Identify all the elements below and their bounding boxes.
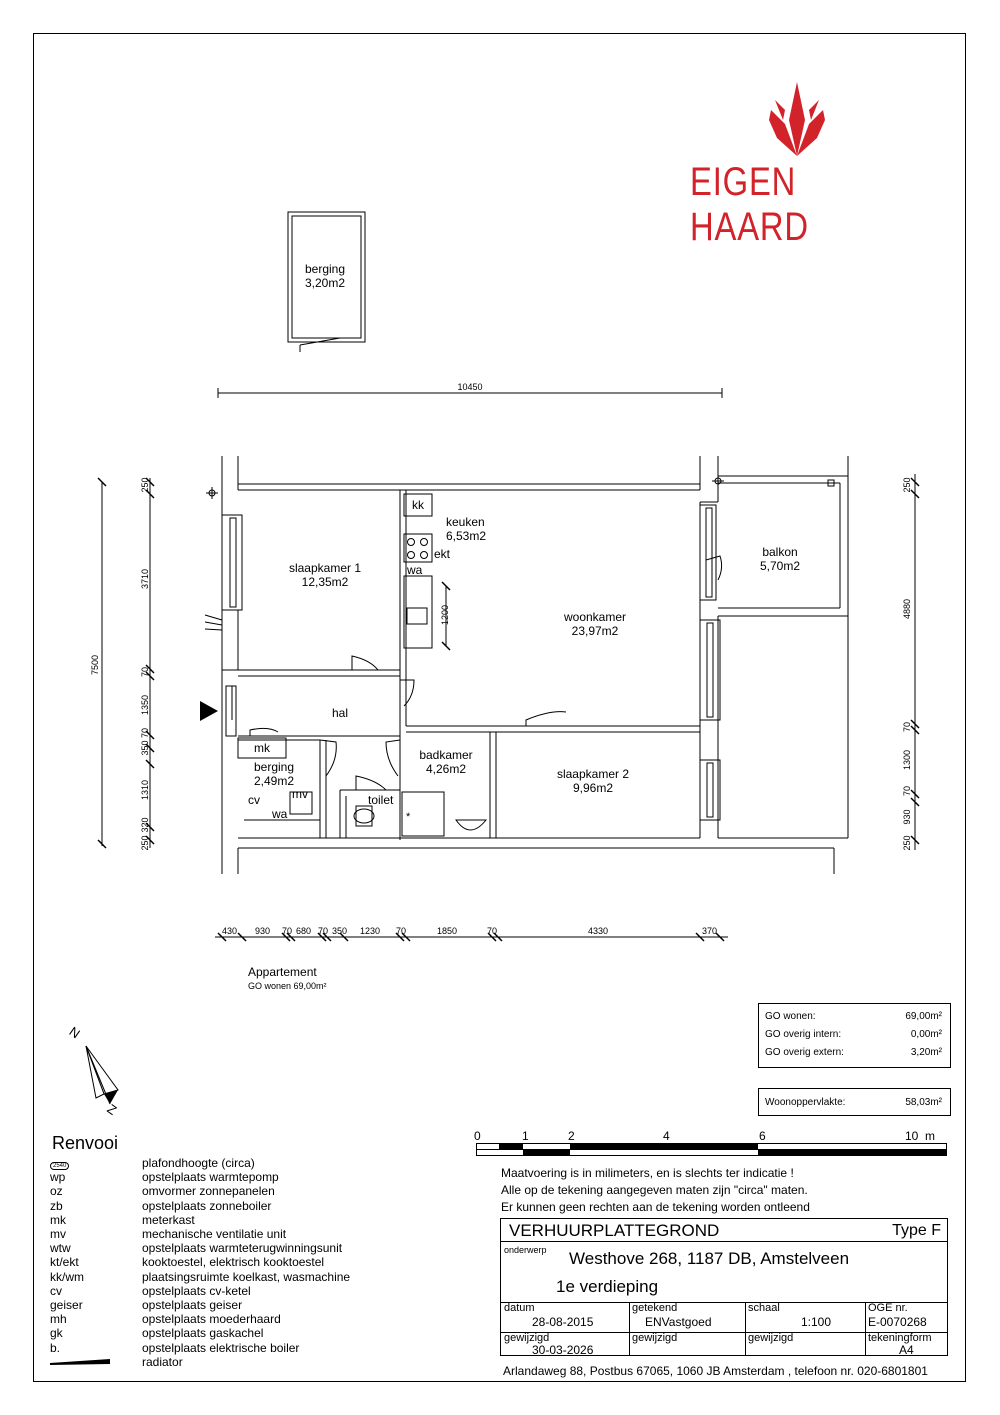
room-berging-ext: berging 3,20m2 (304, 262, 346, 290)
address: Westhove 268, 1187 DB, Amstelveen (569, 1249, 850, 1268)
legend-item: radiator (50, 1355, 430, 1369)
dim-left: 350 (140, 740, 150, 756)
room-slaapkamer-2: slaapkamer 2 9,96m2 (556, 767, 630, 795)
dim-bottom: 350 (332, 926, 348, 936)
room-toilet: toilet (368, 793, 394, 807)
dim-bottom: 70 (487, 926, 498, 936)
schaal: 1:100 (801, 1315, 832, 1329)
scale-label: 2 (568, 1129, 575, 1143)
room-woonkamer: woonkamer 23,97m2 (563, 610, 627, 638)
fixture-wa-kitchen: wa (407, 563, 423, 577)
dim-left: 250 (140, 477, 150, 493)
dim-bottom: 1230 (360, 926, 381, 936)
floor: 1e verdieping (556, 1277, 659, 1296)
tekeningform: A4 (899, 1343, 914, 1357)
room-hal: hal (332, 706, 349, 720)
dim-bottom: 680 (296, 926, 312, 936)
getekend: ENVastgoed (645, 1315, 712, 1329)
apartment-title: Appartement (248, 965, 317, 979)
dim-bottom: 4330 (588, 926, 609, 936)
dim-right: 250 (902, 477, 912, 493)
area-table: GO wonen:69,00m² GO overig intern:0,00m²… (758, 1003, 951, 1068)
svg-text:*: * (406, 811, 411, 823)
dim-right: 70 (902, 722, 912, 733)
title-block: VERHUURPLATTEGROND Type F onderwerp West… (500, 1218, 948, 1357)
scale-bar (476, 1143, 947, 1156)
dim-bottom: 370 (702, 926, 718, 936)
onderwerp-label: onderwerp (504, 1245, 547, 1255)
dim-bottom: 430 (222, 926, 238, 936)
room-berging-int: berging 2,49m2 (254, 760, 295, 788)
brand-name: EIGEN HAARD (690, 160, 809, 249)
fixture-wa-berging: wa (272, 807, 288, 821)
room-badkamer: badkamer 4,26m2 (419, 748, 473, 776)
scale-label: 10 m (905, 1129, 936, 1143)
room-balkon: balkon 5,70m2 (759, 545, 801, 573)
footer-address: Arlandaweg 88, Postbus 67065, 1060 JB Am… (503, 1364, 928, 1378)
room-slaapkamer-1: slaapkamer 1 12,35m2 (288, 561, 362, 589)
woonoppervlakte-box: Woonoppervlakte:58,03m² (758, 1088, 951, 1116)
disclaimer-notes: Maatvoering is in milimeters, en is slec… (501, 1166, 810, 1214)
scale-label: 1 (522, 1129, 529, 1143)
dim-right: 1300 (902, 749, 912, 771)
legend-title: Renvooi (52, 1133, 119, 1153)
page-frame (33, 33, 966, 1382)
dim-left-total: 7500 (90, 654, 100, 676)
dim-kitchen: 1200 (440, 604, 450, 626)
ceiling-height-badge: 2540 (50, 1162, 70, 1171)
dim-bottom: 930 (255, 926, 271, 936)
scale-label: 4 (663, 1129, 670, 1143)
dim-left: 1350 (140, 694, 150, 716)
dim-left: 1310 (140, 779, 150, 801)
area-row: GO overig intern:0,00m² (765, 1028, 942, 1040)
fixture-mk: mk (254, 741, 270, 755)
fixture-ekt: ekt (434, 547, 451, 561)
scale-label: 0 (474, 1129, 481, 1143)
fixture-mv: mv (292, 787, 308, 801)
dim-bottom: 1850 (437, 926, 458, 936)
dim-right: 4880 (902, 598, 912, 620)
area-row: GO wonen:69,00m² (765, 1010, 942, 1022)
legend-item: b.opstelplaats elektrische boiler (50, 1340, 300, 1355)
room-keuken: keuken 6,53m2 (446, 515, 487, 543)
fixture-kk: kk (412, 498, 424, 512)
apartment-sub: GO wonen 69,00m² (248, 981, 327, 991)
dim-bottom: 70 (396, 926, 407, 936)
dim-left: 70 (140, 667, 150, 678)
oge-nr: E-0070268 (868, 1315, 927, 1329)
eigen-haard-logo-icon (769, 82, 825, 156)
dim-bottom: 70 (282, 926, 293, 936)
radiator-icon (50, 1358, 110, 1365)
gewijzigd: 30-03-2026 (532, 1343, 594, 1357)
scale-label: 6 (759, 1129, 766, 1143)
type: Type F (892, 1222, 941, 1239)
dim-top: 10450 (457, 382, 483, 392)
dim-right: 250 (902, 835, 912, 851)
north-arrow-icon (85, 1045, 119, 1105)
area-row: GO overig extern:3,20m² (765, 1046, 942, 1058)
floor-plan: * (97, 211, 920, 942)
title: VERHUURPLATTEGROND (509, 1221, 720, 1240)
dim-left: 3710 (140, 568, 150, 590)
dim-left: 250 (140, 835, 150, 851)
dim-bottom: 70 (318, 926, 329, 936)
fixture-cv: cv (248, 793, 260, 807)
datum: 28-08-2015 (532, 1315, 594, 1329)
